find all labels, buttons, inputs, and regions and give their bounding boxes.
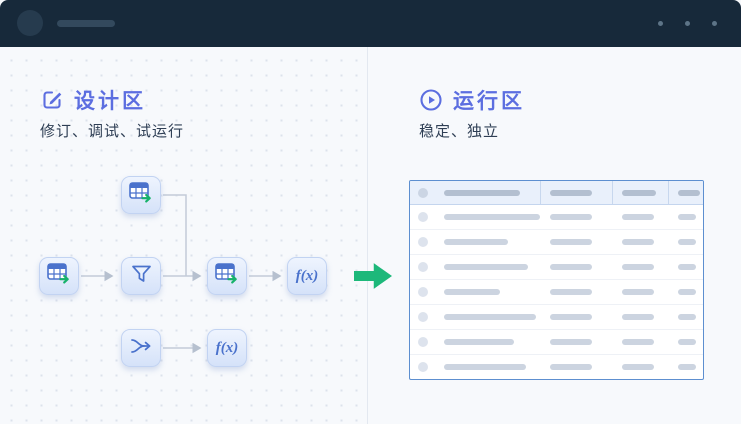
table-export-icon xyxy=(129,182,153,208)
table-row xyxy=(410,255,703,280)
merge-icon xyxy=(130,337,152,360)
table-body xyxy=(410,205,703,379)
table-row xyxy=(410,230,703,255)
row-dot xyxy=(418,212,428,222)
flow-node-function-right: f(x) xyxy=(287,257,327,295)
column-divider xyxy=(540,181,541,204)
row-dot xyxy=(418,187,428,198)
window-title-placeholder xyxy=(57,20,115,27)
main-content: 设计区 修订、调试、试运行 xyxy=(0,47,741,424)
edit-square-icon xyxy=(40,88,64,112)
placeholder-bar xyxy=(444,239,508,245)
placeholder-bar xyxy=(622,264,654,270)
result-table-mock xyxy=(409,180,704,380)
placeholder-bar xyxy=(678,314,696,320)
placeholder-bar xyxy=(550,264,592,270)
column-divider xyxy=(668,181,669,204)
flow-node-merge xyxy=(121,329,161,367)
placeholder-bar xyxy=(550,289,592,295)
placeholder-bar xyxy=(678,264,696,270)
run-area-panel: 运行区 稳定、独立 xyxy=(368,47,741,424)
placeholder-bar xyxy=(444,214,540,220)
placeholder-bar xyxy=(550,339,592,345)
placeholder-bar xyxy=(622,289,654,295)
row-dot xyxy=(418,312,428,322)
placeholder-bar xyxy=(678,189,700,196)
placeholder-bar xyxy=(678,214,696,220)
placeholder-bar xyxy=(622,364,654,370)
placeholder-bar xyxy=(550,189,592,196)
placeholder-bar xyxy=(678,289,696,295)
funnel-icon xyxy=(131,264,152,289)
pipeline-flow-diagram: f(x) f(x) xyxy=(0,47,367,424)
table-export-icon xyxy=(215,263,239,289)
table-row xyxy=(410,355,703,379)
flow-node-filter xyxy=(121,257,161,295)
flow-connectors xyxy=(81,194,282,354)
flow-node-result-table xyxy=(207,257,247,295)
placeholder-bar xyxy=(550,214,592,220)
placeholder-bar xyxy=(550,364,592,370)
placeholder-bar xyxy=(550,239,592,245)
run-area-header: 运行区 xyxy=(419,85,525,115)
placeholder-bar xyxy=(678,239,696,245)
table-header-row xyxy=(410,181,703,205)
placeholder-bar xyxy=(622,239,654,245)
placeholder-bar xyxy=(622,314,654,320)
placeholder-bar xyxy=(444,314,536,320)
flow-node-source-table-left xyxy=(39,257,79,295)
flow-node-source-table-top xyxy=(121,176,161,214)
table-export-icon xyxy=(47,263,71,289)
placeholder-bar xyxy=(444,339,514,345)
topbar-menu-dots xyxy=(658,21,717,26)
function-fx-icon: f(x) xyxy=(295,267,319,284)
placeholder-bar xyxy=(444,189,520,196)
run-area-subtitle: 稳定、独立 xyxy=(419,123,500,140)
design-area-title: 设计区 xyxy=(74,90,146,113)
placeholder-bar xyxy=(622,214,654,220)
table-row xyxy=(410,305,703,330)
top-bar xyxy=(0,0,741,47)
design-area-panel: 设计区 修订、调试、试运行 xyxy=(0,47,368,424)
row-dot xyxy=(418,287,428,297)
menu-dot-icon[interactable] xyxy=(658,21,663,26)
placeholder-bar xyxy=(622,189,656,196)
placeholder-bar xyxy=(678,339,696,345)
table-row xyxy=(410,280,703,305)
play-circle-icon xyxy=(419,88,443,112)
placeholder-bar xyxy=(444,264,528,270)
placeholder-bar xyxy=(622,339,654,345)
design-area-subtitle: 修订、调试、试运行 xyxy=(40,123,185,140)
table-row xyxy=(410,205,703,230)
column-divider xyxy=(612,181,613,204)
row-dot xyxy=(418,237,428,247)
menu-dot-icon[interactable] xyxy=(712,21,717,26)
placeholder-bar xyxy=(678,364,696,370)
function-fx-icon: f(x) xyxy=(215,339,239,356)
table-row xyxy=(410,330,703,355)
avatar xyxy=(17,10,43,36)
placeholder-bar xyxy=(444,289,500,295)
flow-node-function-bottom: f(x) xyxy=(207,329,247,367)
run-area-title: 运行区 xyxy=(453,90,525,113)
placeholder-bar xyxy=(550,314,592,320)
row-dot xyxy=(418,337,428,347)
menu-dot-icon[interactable] xyxy=(685,21,690,26)
row-dot xyxy=(418,262,428,272)
row-dot xyxy=(418,362,428,372)
design-area-header: 设计区 xyxy=(40,85,146,115)
placeholder-bar xyxy=(444,364,526,370)
